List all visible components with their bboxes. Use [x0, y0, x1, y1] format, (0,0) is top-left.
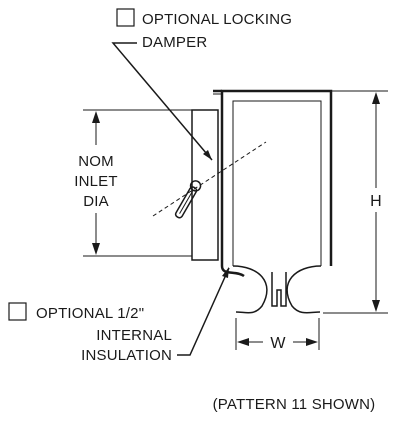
inlet-dimension: NOM INLET DIA [74, 109, 192, 257]
casing-inner-wall [232, 100, 322, 266]
locking-damper-leader-arrowhead [203, 150, 212, 160]
insulation-checkbox[interactable] [8, 302, 27, 321]
width-dimension: W [235, 318, 320, 352]
inlet-dim-label-line2: INLET [74, 173, 118, 190]
locking-damper-checkbox[interactable] [116, 8, 135, 27]
diagram-caption: (PATTERN 11 SHOWN) [213, 396, 376, 413]
width-dim-left-arrow [237, 338, 249, 346]
insulation-label-line2: INTERNAL [96, 327, 172, 344]
height-dim-label: H [370, 193, 382, 210]
locking-damper-leader [111, 42, 213, 161]
damper-handle-centerline [179, 190, 193, 214]
casing-outer-wall [220, 89, 333, 266]
locking-damper-label-line1: OPTIONAL LOCKING [142, 11, 292, 28]
insulation-leader [177, 267, 230, 356]
unit-casing [213, 89, 333, 314]
damper-handle-knob [189, 180, 202, 192]
inlet-dim-top-arrow [92, 111, 100, 123]
width-dim-label: W [270, 335, 286, 352]
width-dim-right-arrow [306, 338, 318, 346]
height-dim-top-arrow [372, 92, 380, 104]
inlet-dim-label-line1: NOM [78, 153, 114, 170]
damper-handle-shaft [174, 186, 198, 219]
height-dim-bottom-arrow [372, 300, 380, 312]
insulation-label-line1: OPTIONAL 1/2" [36, 305, 144, 322]
locking-damper-label-line2: DAMPER [142, 34, 207, 51]
casing-right-curl [286, 265, 322, 314]
inlet-dim-bottom-arrow [92, 243, 100, 255]
casing-left-curl [232, 265, 268, 314]
height-dimension: H [323, 90, 388, 314]
damper-handle [174, 180, 202, 219]
inlet-dim-label-line3: DIA [83, 193, 109, 210]
insulation-label-line3: INSULATION [81, 347, 172, 364]
outlet-slot [271, 272, 287, 307]
damper-axis-line [152, 141, 267, 217]
insulation-leader-arrowhead [222, 267, 229, 278]
casing-left-lip [220, 265, 245, 278]
inlet-collar [191, 109, 219, 261]
